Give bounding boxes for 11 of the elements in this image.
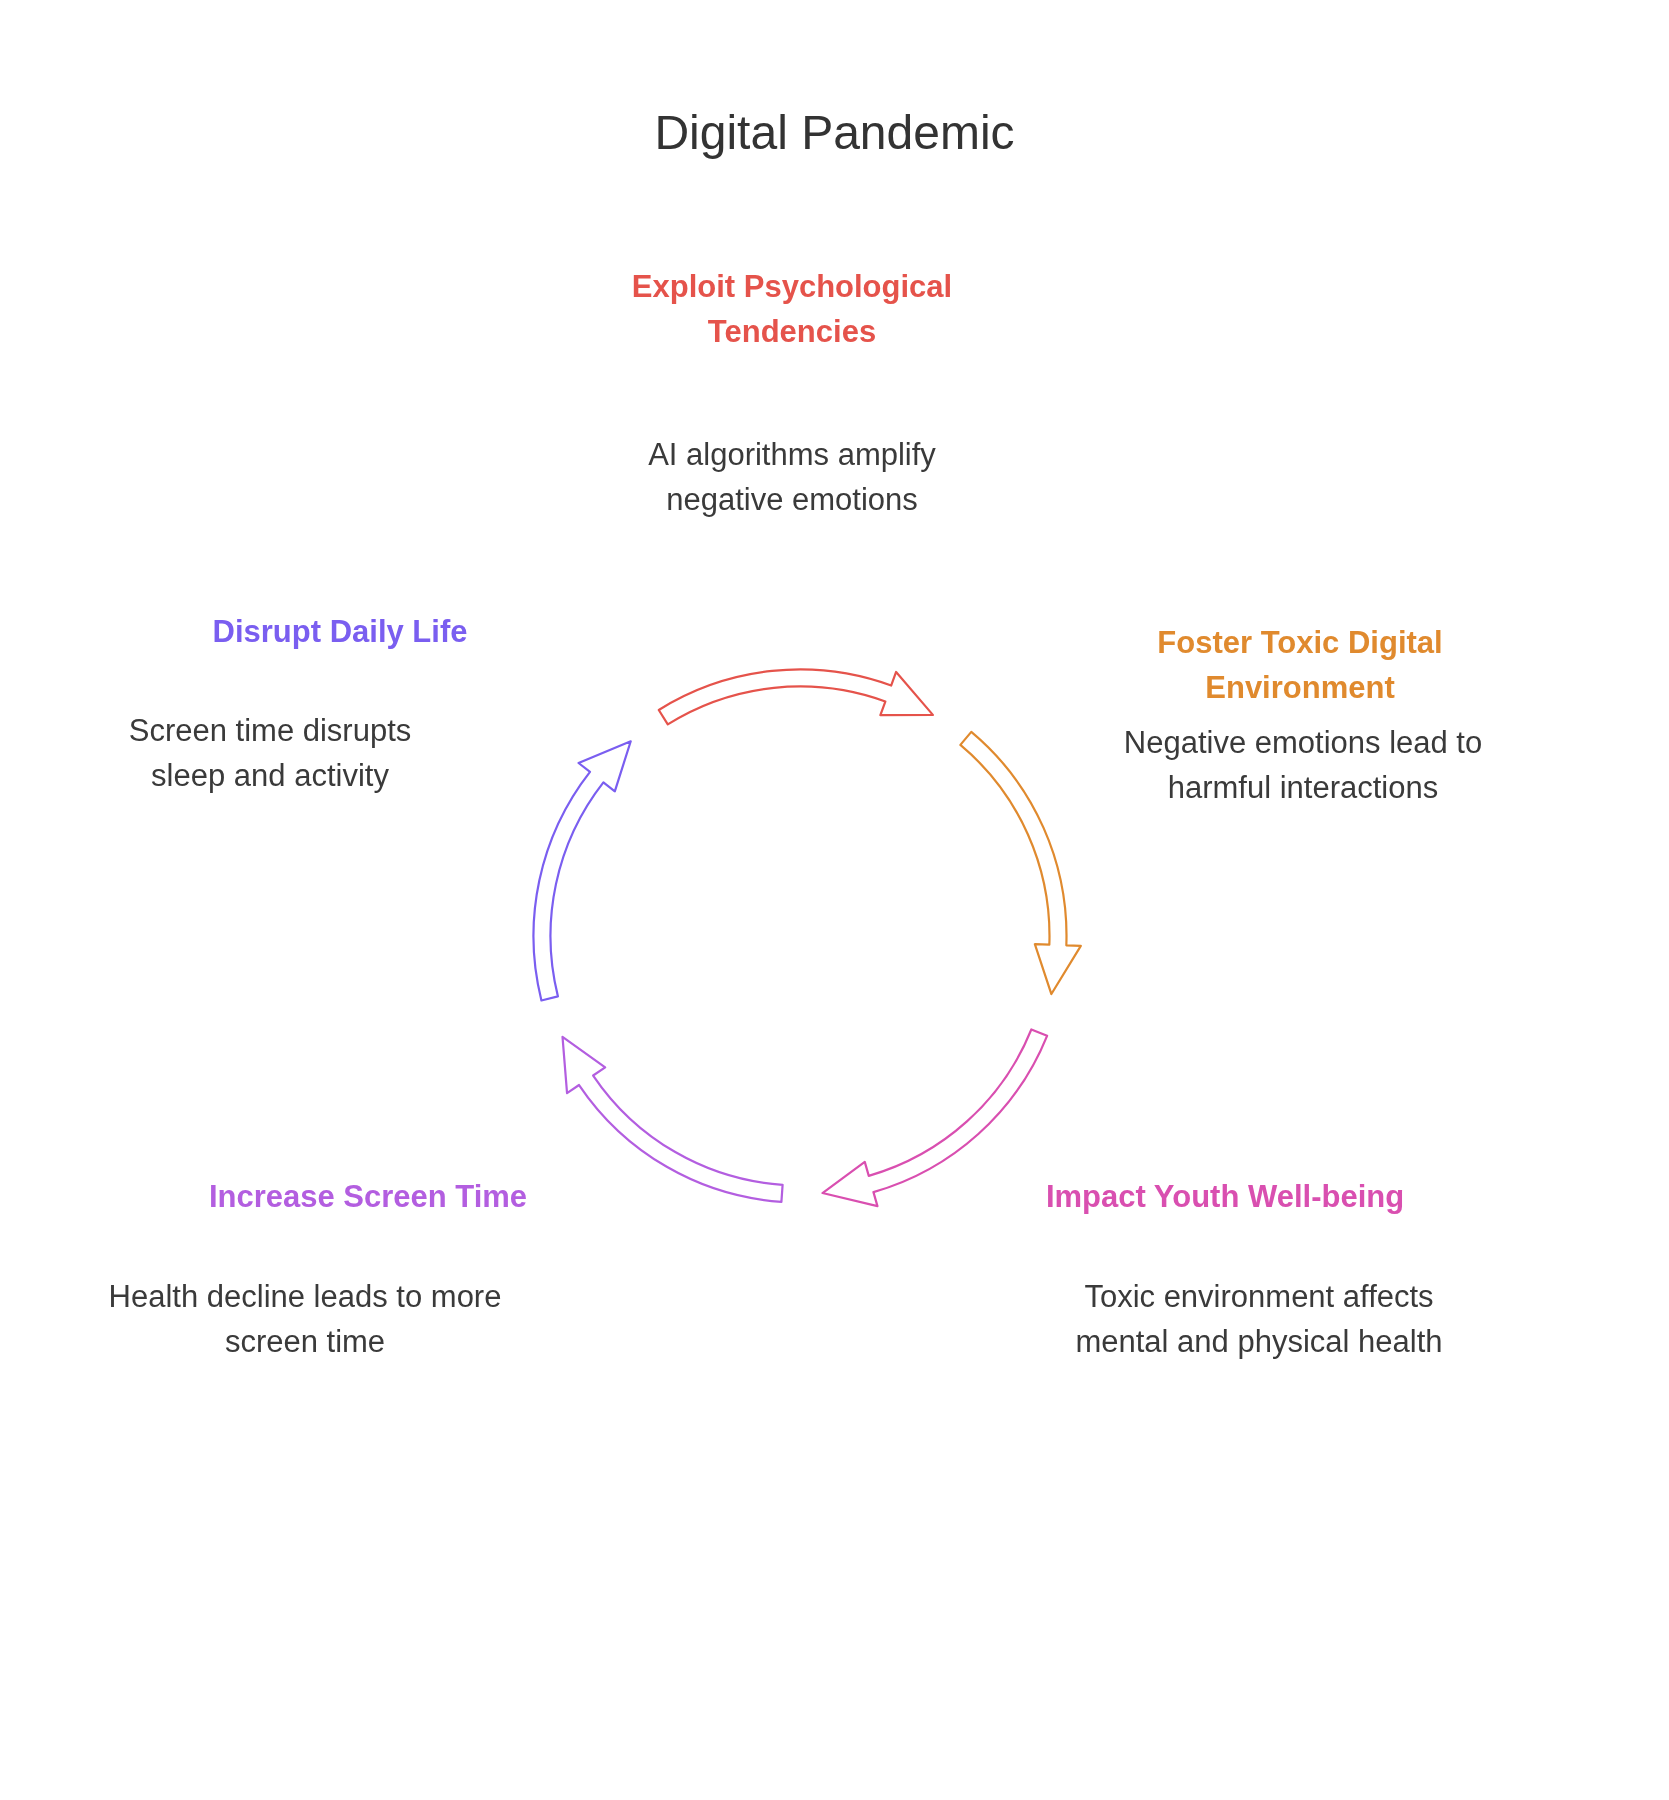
step-description: AI algorithms amplify negative emotions: [647, 436, 937, 519]
step-description: Negative emotions lead to harmful interactions: [1122, 724, 1484, 807]
step-description: Health decline leads to more screen time: [107, 1278, 503, 1361]
step-heading: Disrupt Daily Life: [211, 612, 469, 651]
step-description: Screen time disrupts sleep and activity: [127, 712, 413, 795]
step-heading: Foster Toxic Digital Environment: [1156, 624, 1444, 707]
step-heading: Exploit Psychological Tendencies: [630, 268, 954, 351]
step-heading: Impact Youth Well-being: [1044, 1177, 1406, 1216]
diagram-title: Digital Pandemic: [653, 105, 1016, 160]
step-heading: Increase Screen Time: [207, 1177, 529, 1216]
step-description: Toxic environment affects mental and physical health: [1074, 1278, 1444, 1361]
